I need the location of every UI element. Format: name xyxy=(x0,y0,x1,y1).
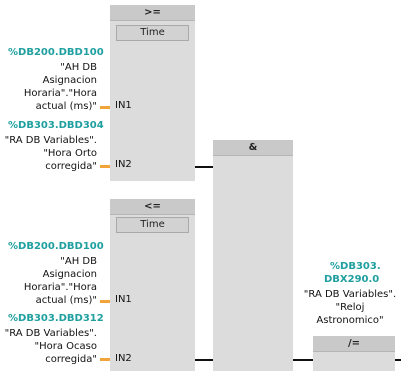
not-assign-operator: /= xyxy=(313,336,395,352)
comparator-ge-type[interactable]: Time xyxy=(116,25,189,41)
comparator-ge-block[interactable]: >= Time xyxy=(110,5,195,181)
le-in1-symbol-line1[interactable]: "AH DB xyxy=(60,256,97,267)
ge-in2-symbol-line1[interactable]: "RA DB Variables". xyxy=(4,135,97,146)
comparator-ge-operator: >= xyxy=(110,5,195,21)
le-in2-pin-marker xyxy=(100,358,110,361)
not-assign-block[interactable]: /= xyxy=(313,336,395,371)
le-in2-symbol-line3[interactable]: corregida" xyxy=(45,354,97,365)
comparator-le-block[interactable]: <= Time xyxy=(110,199,195,371)
le-in1-symbol-line2[interactable]: Asignacion xyxy=(42,269,97,280)
le-to-and-wire xyxy=(195,359,213,361)
le-in2-symbol-line2[interactable]: "Hora Ocaso xyxy=(34,341,97,352)
comparator-ge-pin-in2[interactable]: IN2 xyxy=(115,159,132,170)
coil-symbol-line3[interactable]: Astronomico" xyxy=(316,315,384,326)
ge-in2-symbol-line2[interactable]: "Hora Orto xyxy=(43,148,97,159)
comparator-le-pin-in1[interactable]: IN1 xyxy=(115,294,132,305)
comparator-le-pin-in2[interactable]: IN2 xyxy=(115,353,132,364)
le-in1-address[interactable]: %DB200.DBD100 xyxy=(8,241,104,252)
and-block[interactable]: & xyxy=(213,140,293,371)
and-to-coil-wire xyxy=(293,359,313,361)
ge-in1-symbol-line2[interactable]: Asignacion xyxy=(42,75,97,86)
and-operator: & xyxy=(213,140,293,156)
le-in1-symbol-line4[interactable]: actual (ms)" xyxy=(35,295,97,306)
coil-address-line1[interactable]: %DB303. xyxy=(330,261,381,272)
ge-in1-symbol-line4[interactable]: actual (ms)" xyxy=(35,101,97,112)
coil-symbol-line1[interactable]: "RA DB Variables". xyxy=(303,289,397,300)
le-in2-symbol-line1[interactable]: "RA DB Variables". xyxy=(4,328,97,339)
coil-address-line2[interactable]: DBX290.0 xyxy=(324,274,380,285)
comparator-ge-pin-in1[interactable]: IN1 xyxy=(115,100,132,111)
coil-symbol-line2[interactable]: "Reloj xyxy=(335,302,365,313)
ge-in2-symbol-line3[interactable]: corregida" xyxy=(45,161,97,172)
le-in2-address[interactable]: %DB303.DBD312 xyxy=(8,313,104,324)
comparator-le-type[interactable]: Time xyxy=(116,217,189,233)
ge-in1-pin-marker xyxy=(100,106,110,109)
comparator-le-operator: <= xyxy=(110,199,195,215)
ge-in1-symbol-line3[interactable]: Horaria"."Hora xyxy=(23,88,97,99)
ge-in2-pin-marker xyxy=(100,165,110,168)
coil-output-wire xyxy=(395,359,401,361)
ge-in2-address[interactable]: %DB303.DBD304 xyxy=(8,120,104,131)
ge-in1-address[interactable]: %DB200.DBD100 xyxy=(8,47,104,58)
le-in1-pin-marker xyxy=(100,300,110,303)
le-in1-symbol-line3[interactable]: Horaria"."Hora xyxy=(23,282,97,293)
ge-to-and-wire xyxy=(195,166,213,168)
ge-in1-symbol-line1[interactable]: "AH DB xyxy=(60,62,97,73)
